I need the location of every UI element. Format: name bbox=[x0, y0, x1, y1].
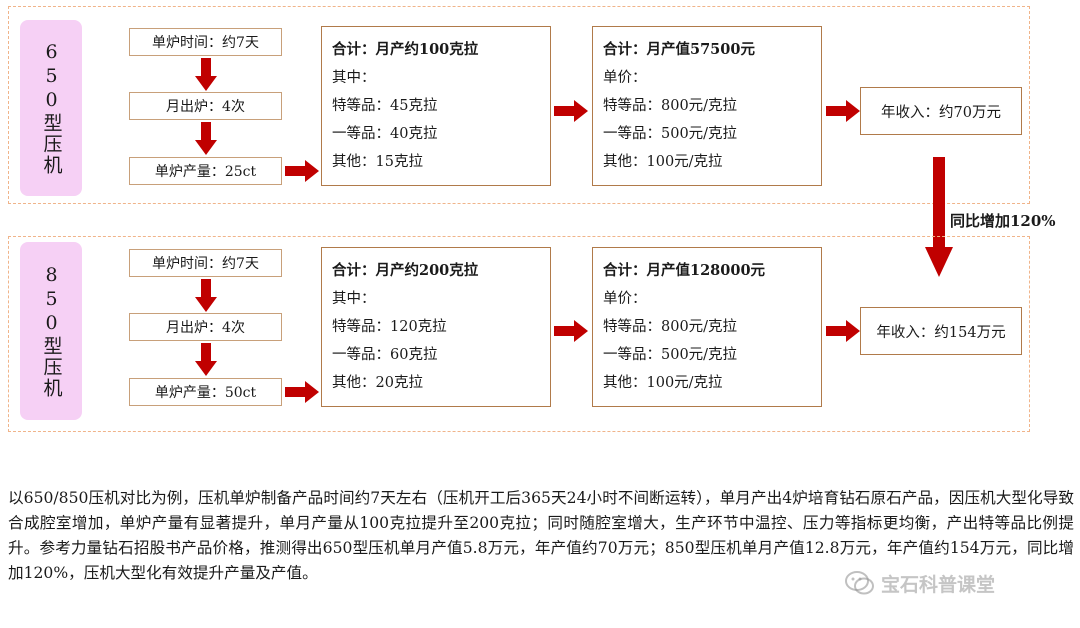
yoy-down-arrow bbox=[925, 157, 953, 277]
output-of-which: 其中： bbox=[332, 70, 376, 86]
value-premium: 特等品：800元/克拉 bbox=[603, 319, 738, 335]
value-title: 合计：月产值57500元 bbox=[603, 41, 755, 58]
description-paragraph: 以650/850压机对比为例，压机单炉制备产品时间约7天左右（压机开工后365天… bbox=[8, 489, 1074, 582]
value-first-grade: 一等品：500元/克拉 bbox=[603, 126, 738, 142]
model-tag-650: 650型压机 bbox=[20, 20, 82, 196]
monthly-value-box-850: 合计：月产值128000元 单价： 特等品：800元/克拉 一等品：500元/克… bbox=[592, 247, 822, 407]
output-of-which: 其中： bbox=[332, 291, 376, 307]
right-arrow-850-2 bbox=[554, 320, 588, 342]
monthly-value-box-650: 合计：月产值57500元 单价： 特等品：800元/克拉 一等品：500元/克拉… bbox=[592, 26, 822, 186]
output-other: 其他：15克拉 bbox=[332, 154, 423, 170]
right-arrow-850-1 bbox=[285, 381, 319, 403]
output-title: 合计：月产约100克拉 bbox=[332, 41, 479, 58]
per-run-output-box-650: 单炉产量：25ct bbox=[129, 157, 282, 185]
value-title: 合计：月产值128000元 bbox=[603, 262, 766, 279]
wechat-icon bbox=[845, 571, 874, 595]
value-unit-price: 单价： bbox=[603, 291, 647, 307]
output-first-grade: 一等品：40克拉 bbox=[332, 126, 438, 142]
watermark-text: 宝石科普课堂 bbox=[881, 573, 996, 596]
right-arrow-850-3 bbox=[826, 320, 860, 342]
right-arrow-650-1 bbox=[285, 160, 319, 182]
value-other: 其他：100元/克拉 bbox=[603, 375, 723, 391]
model-tag-850: 850型压机 bbox=[20, 242, 82, 420]
value-first-grade: 一等品：500元/克拉 bbox=[603, 347, 738, 363]
value-premium: 特等品：800元/克拉 bbox=[603, 98, 738, 114]
monthly-output-box-850: 合计：月产约200克拉 其中： 特等品：120克拉 一等品：60克拉 其他：20… bbox=[321, 247, 551, 407]
output-other: 其他：20克拉 bbox=[332, 375, 423, 391]
cycle-time-box-650: 单炉时间：约7天 bbox=[129, 28, 282, 56]
value-other: 其他：100元/克拉 bbox=[603, 154, 723, 170]
group-850 bbox=[8, 236, 1030, 432]
monthly-runs-box-650: 月出炉：4次 bbox=[129, 92, 282, 120]
output-premium: 特等品：45克拉 bbox=[332, 98, 438, 114]
cycle-time-box-850: 单炉时间：约7天 bbox=[129, 249, 282, 277]
output-title: 合计：月产约200克拉 bbox=[332, 262, 479, 279]
down-arrow-850-1 bbox=[195, 279, 217, 312]
right-arrow-650-3 bbox=[826, 100, 860, 122]
output-premium: 特等品：120克拉 bbox=[332, 319, 447, 335]
annual-income-box-650: 年收入：约70万元 bbox=[860, 87, 1022, 135]
watermark: 宝石科普课堂 bbox=[845, 568, 995, 598]
right-arrow-650-2 bbox=[554, 100, 588, 122]
output-first-grade: 一等品：60克拉 bbox=[332, 347, 438, 363]
down-arrow-650-1 bbox=[195, 58, 217, 91]
monthly-runs-box-850: 月出炉：4次 bbox=[129, 313, 282, 341]
monthly-output-box-650: 合计：月产约100克拉 其中： 特等品：45克拉 一等品：40克拉 其他：15克… bbox=[321, 26, 551, 186]
yoy-label: 同比增加120% bbox=[950, 212, 1056, 230]
down-arrow-850-2 bbox=[195, 343, 217, 376]
value-unit-price: 单价： bbox=[603, 70, 647, 86]
group-650 bbox=[8, 6, 1030, 204]
down-arrow-650-2 bbox=[195, 122, 217, 155]
per-run-output-box-850: 单炉产量：50ct bbox=[129, 378, 282, 406]
annual-income-box-850: 年收入：约154万元 bbox=[860, 307, 1022, 355]
